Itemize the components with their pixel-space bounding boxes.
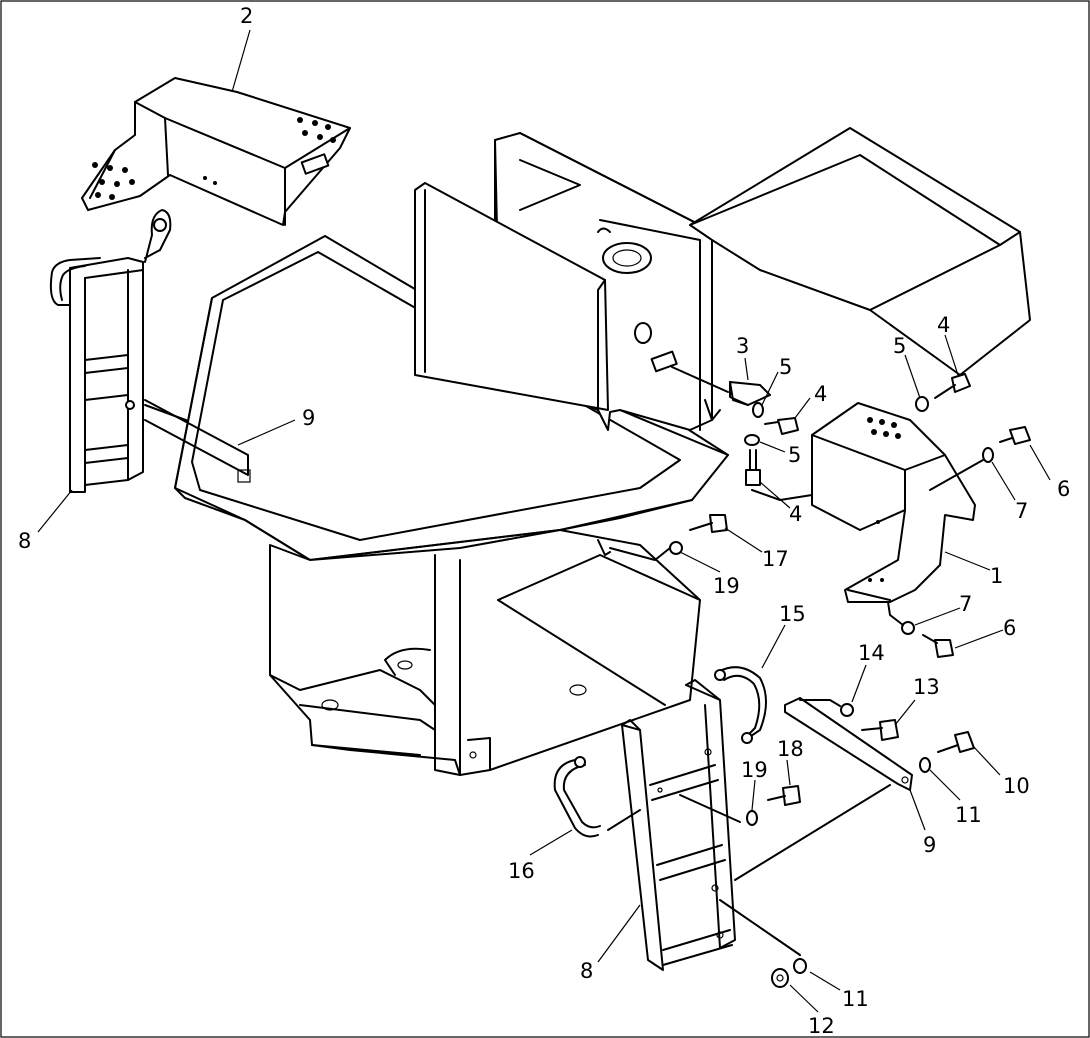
callout-5: 5: [893, 334, 906, 358]
callout-12: 12: [808, 1014, 835, 1038]
callout-5: 5: [788, 443, 801, 467]
callout-4: 4: [937, 313, 950, 337]
callout-6: 6: [1003, 616, 1016, 640]
callout-19: 19: [713, 574, 740, 598]
callout-9: 9: [302, 406, 315, 430]
callout-18: 18: [777, 737, 804, 761]
callout-5: 5: [779, 355, 792, 379]
main-floor-platform: [174, 235, 729, 776]
callout-17: 17: [762, 547, 789, 571]
callout-11: 11: [842, 987, 869, 1011]
callout-8: 8: [18, 529, 31, 553]
callout-4: 4: [789, 502, 802, 526]
callout-19: 19: [741, 758, 768, 782]
callout-10: 10: [1003, 774, 1030, 798]
callout-15: 15: [779, 602, 806, 626]
callout-2: 2: [240, 4, 253, 28]
callout-4: 4: [814, 382, 827, 406]
leader-lines: [37, 29, 1051, 1013]
fuel-tank-and-cab-blocks: [414, 127, 1031, 431]
callout-16: 16: [508, 859, 535, 883]
bracket-part-3: [671, 366, 771, 406]
fasteners: [553, 373, 1031, 988]
callout-1: 1: [990, 564, 1003, 588]
ladder-part-8-left: [49, 209, 246, 493]
callout-labels: 2 9 8 3 5 4 5 4 5 4 6 7 1 17 19 7 6 15 1…: [18, 4, 1070, 1038]
step-bracket-part-1: [811, 402, 976, 603]
callout-9: 9: [923, 833, 936, 857]
callout-14: 14: [858, 641, 885, 665]
bar-part-9-left: [144, 399, 251, 483]
callout-7: 7: [959, 592, 972, 616]
ladder-part-8-right: [621, 679, 736, 971]
callout-7: 7: [1015, 499, 1028, 523]
callout-13: 13: [913, 675, 940, 699]
callout-11: 11: [955, 803, 982, 827]
step-bracket-part-2: [81, 77, 351, 226]
callout-3: 3: [736, 334, 749, 358]
callout-8: 8: [580, 959, 593, 983]
callout-6: 6: [1057, 477, 1070, 501]
